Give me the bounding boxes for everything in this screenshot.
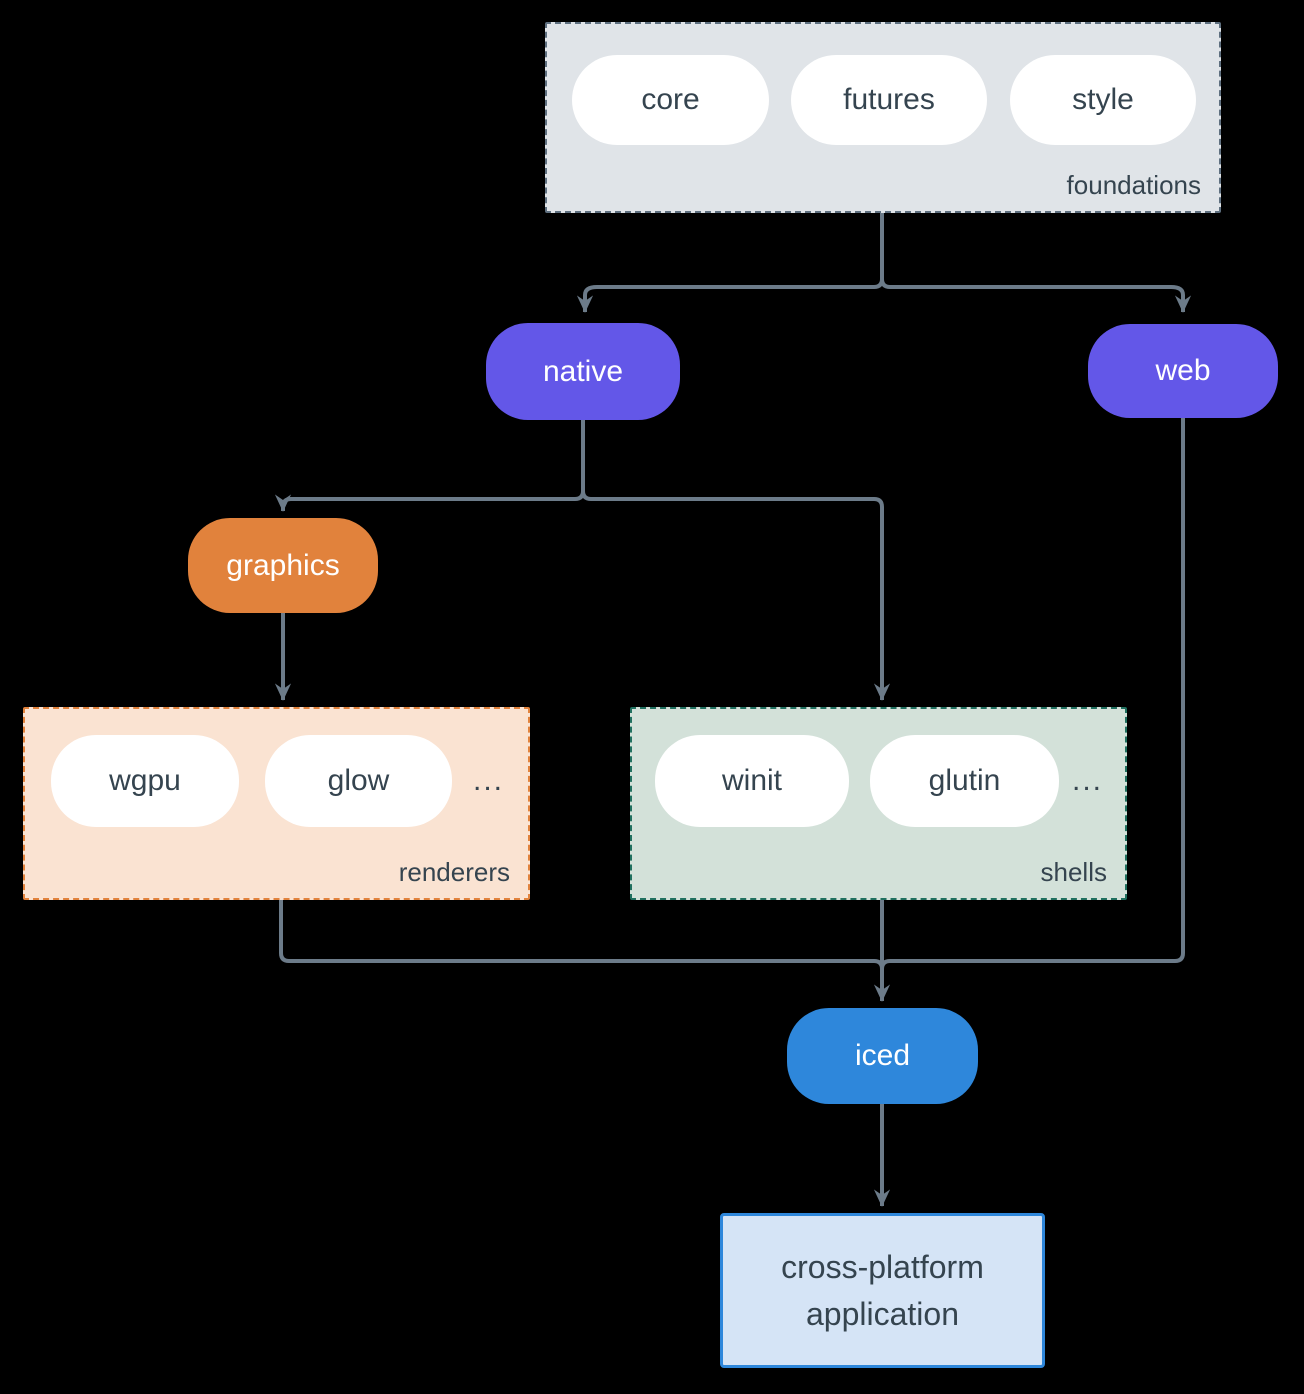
node-cross-platform-application: cross-platform application xyxy=(720,1213,1045,1368)
node-winit: winit xyxy=(655,735,849,827)
node-glutin-label: glutin xyxy=(928,764,1001,797)
node-web: web xyxy=(1088,324,1278,418)
node-glutin: glutin xyxy=(870,735,1059,827)
edge-foundations-native xyxy=(576,213,884,313)
node-core-label: core xyxy=(641,83,700,116)
node-native-label: native xyxy=(542,354,624,388)
edge-native-shells xyxy=(581,420,891,701)
node-graphics-label: graphics xyxy=(226,548,340,582)
node-futures-label: futures xyxy=(843,83,935,116)
node-winit-label: winit xyxy=(721,764,782,797)
node-iced: iced xyxy=(787,1008,978,1104)
node-futures: futures xyxy=(791,55,987,145)
foundations-group-box: core futures style foundations xyxy=(545,22,1221,213)
edge-foundations-web xyxy=(880,213,1192,313)
renderers-group-box: wgpu glow ... renderers xyxy=(23,707,530,900)
node-glow-label: glow xyxy=(327,764,390,797)
node-style: style xyxy=(1010,55,1196,145)
node-wgpu: wgpu xyxy=(51,735,239,827)
node-native: native xyxy=(486,323,680,420)
node-web-label: web xyxy=(1155,354,1211,387)
node-graphics: graphics xyxy=(188,518,378,613)
shells-group-label: shells xyxy=(1040,857,1107,887)
node-core: core xyxy=(572,55,769,145)
edge-renderers-iced xyxy=(279,900,884,1000)
edge-native-graphics xyxy=(274,420,585,512)
shells-group-box: winit glutin ... shells xyxy=(630,707,1127,900)
renderers-ellipsis: ... xyxy=(472,764,504,797)
node-application-label: cross-platform application xyxy=(781,1248,984,1332)
node-wgpu-label: wgpu xyxy=(109,764,181,797)
node-style-label: style xyxy=(1072,83,1134,116)
shells-ellipsis: ... xyxy=(1071,764,1103,797)
renderers-group-label: renderers xyxy=(398,857,510,887)
node-iced-label: iced xyxy=(854,1039,911,1072)
foundations-group-label: foundations xyxy=(1066,170,1201,200)
node-glow: glow xyxy=(265,735,452,827)
